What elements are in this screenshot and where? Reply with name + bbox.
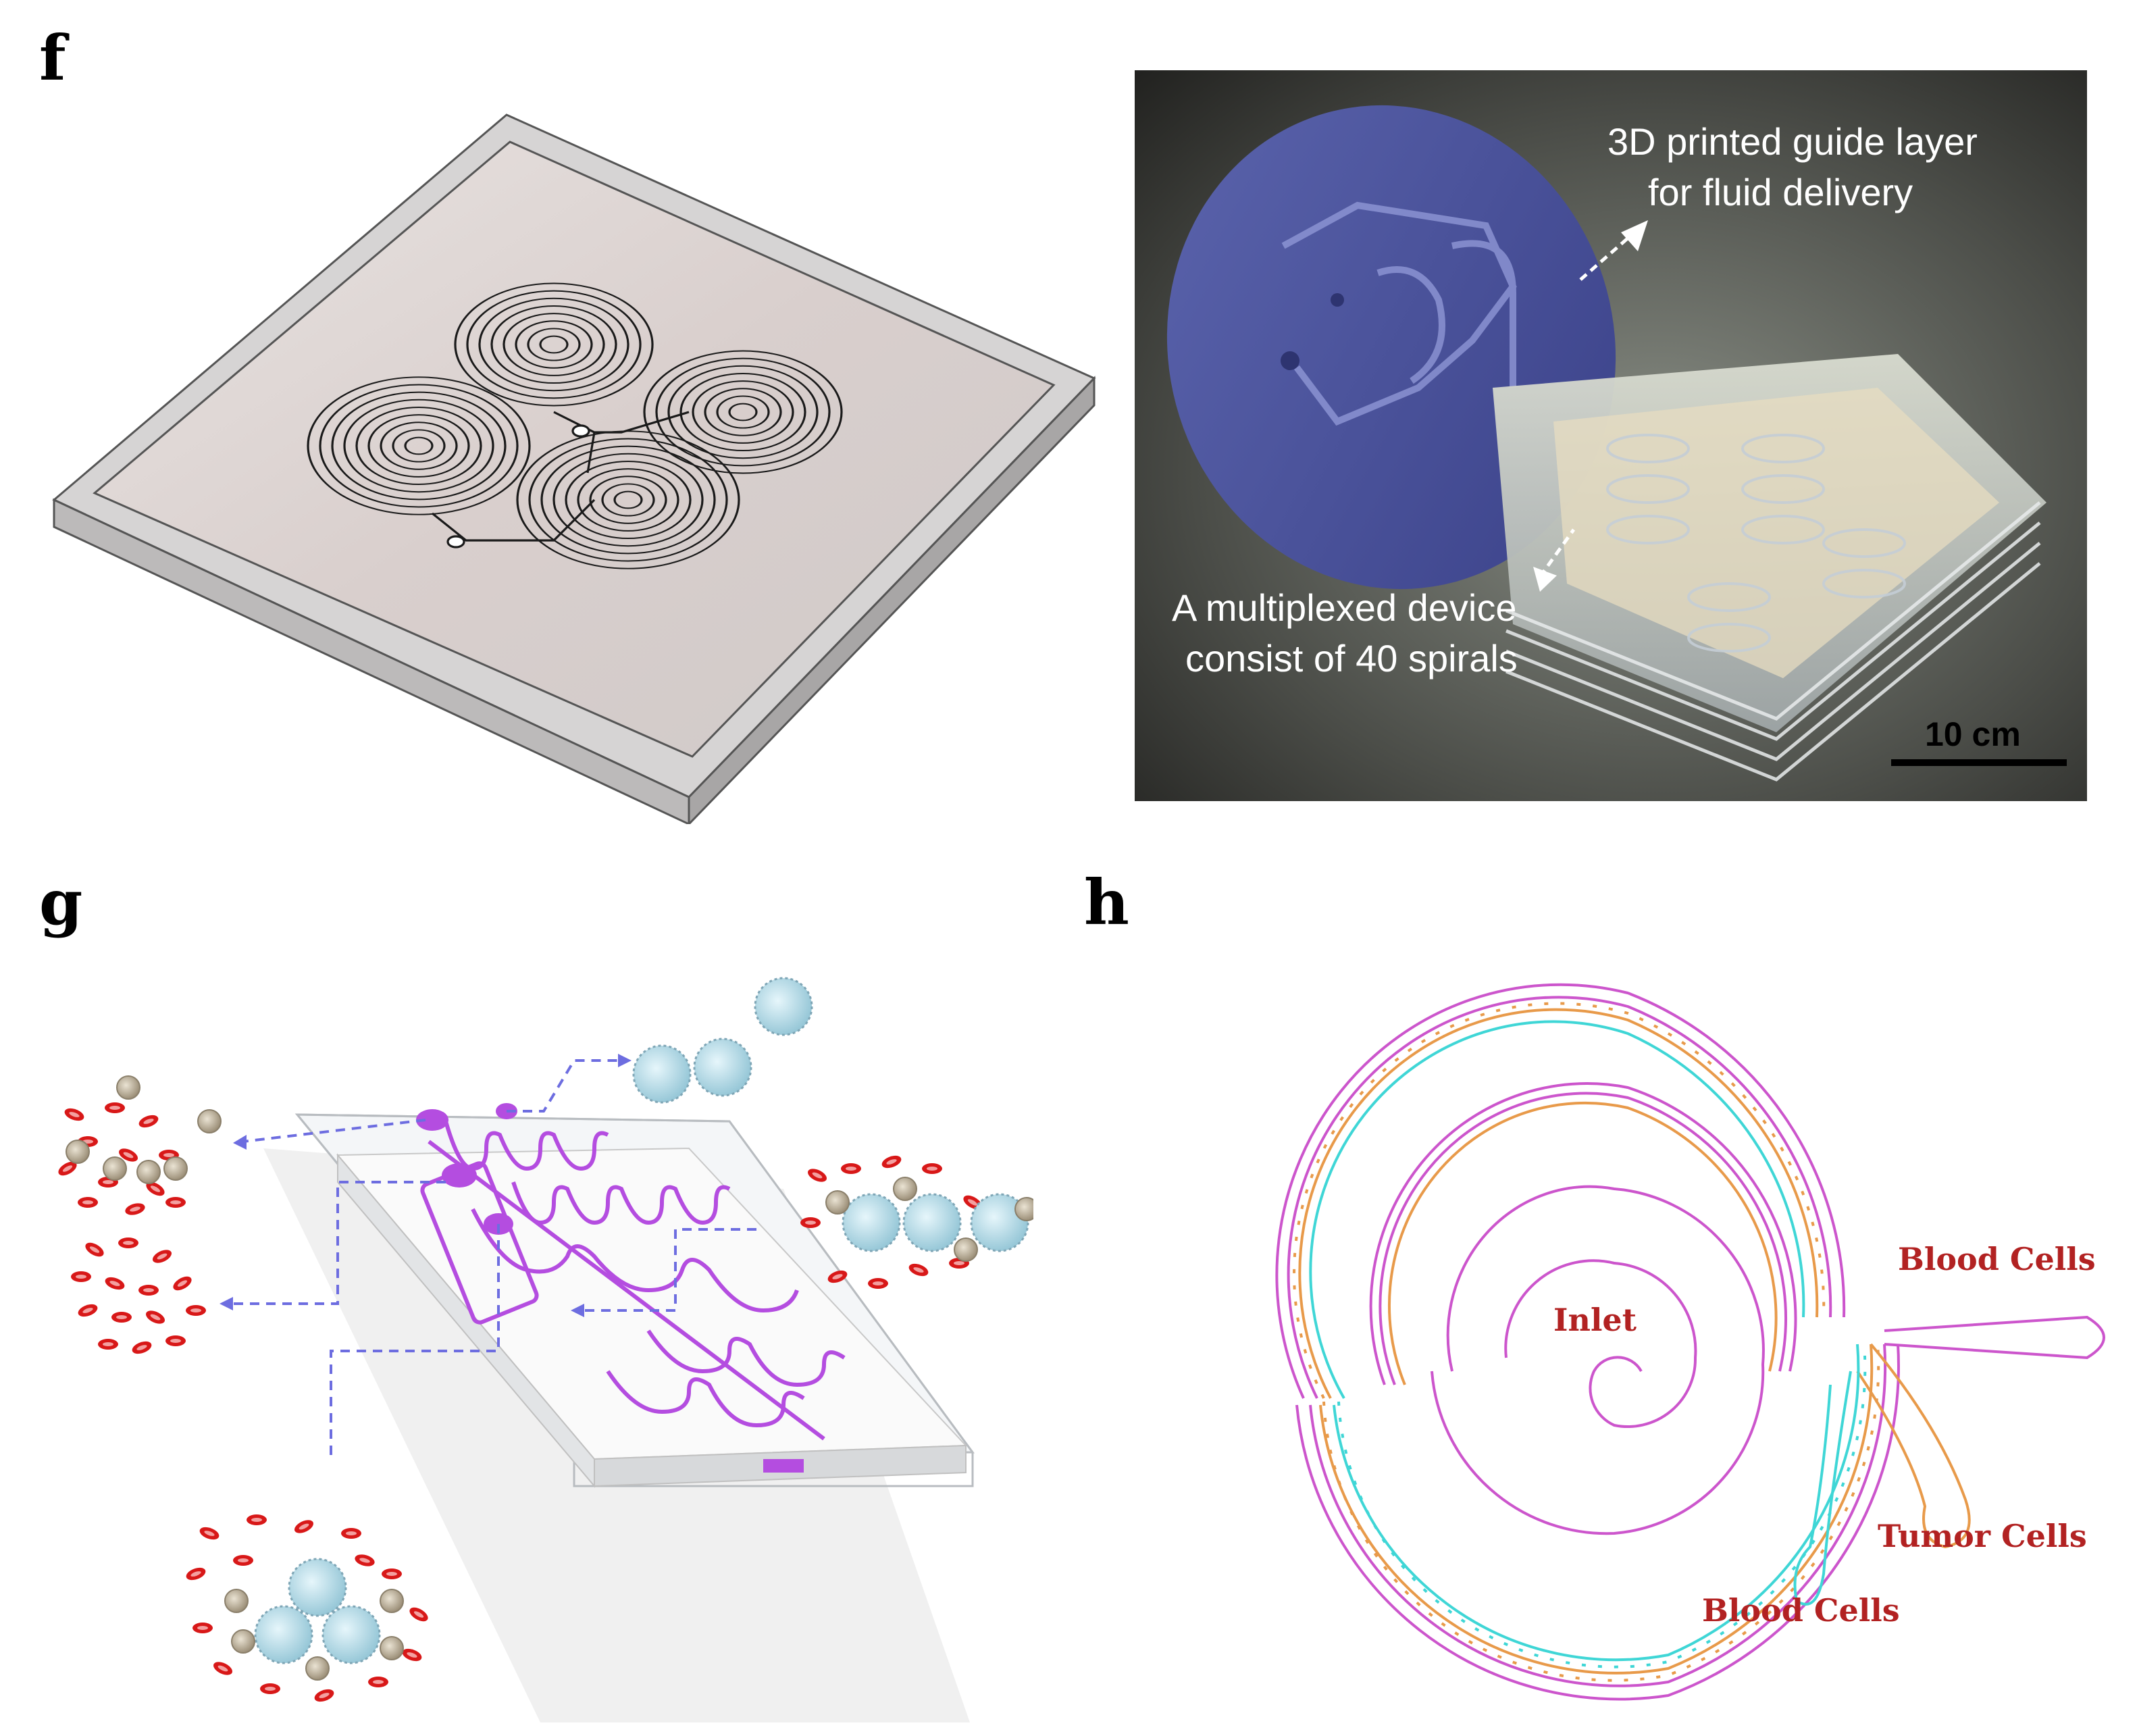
channel-ports — [416, 1103, 804, 1473]
outlet-tumor-cells: Tumor Cells — [1878, 1518, 2087, 1554]
scale-bar — [1891, 759, 2067, 766]
flow-arrowheads — [220, 1054, 632, 1317]
cluster-middle-left-rbc — [71, 1237, 206, 1356]
spiral-left — [307, 376, 531, 515]
orange-lane — [1298, 1008, 1971, 1675]
outlet-blood-cells-top: Blood Cells — [1898, 1241, 2096, 1277]
outlet-blood-cells-bottom: Blood Cells — [1702, 1592, 1900, 1629]
scale-bar-label: 10 cm — [1925, 715, 2021, 753]
device-photograph: 3D printed guide layer for fluid deliver… — [1135, 70, 2087, 801]
spiral-separation-schematic: Inlet Blood Cells Tumor Cells Blood Cell… — [1275, 983, 2105, 1701]
serpentine-channel — [420, 1121, 846, 1441]
spiral-plate-render — [52, 113, 1096, 824]
panel-label-h: h — [1084, 866, 1129, 939]
guide-layer-caption-line1: 3D printed guide layer — [1607, 120, 1978, 163]
cluster-top-right-tumor — [632, 977, 813, 1104]
device-arrowhead — [1533, 567, 1557, 592]
stacked-spiral-device — [1493, 354, 2046, 782]
spiral-top — [454, 282, 654, 407]
inlet-label: Inlet — [1553, 1302, 1637, 1338]
guide-layer-arrow — [1579, 231, 1636, 281]
device-caption-line2: consist of 40 spirals — [1185, 637, 1518, 680]
spiral-walls — [1275, 983, 2105, 1701]
flow-arrows — [230, 1059, 756, 1459]
device-caption-line1: A multiplexed device — [1172, 586, 1517, 629]
cluster-top-left-wbc-rbc — [56, 1075, 222, 1217]
serpentine-chip-schematic — [56, 977, 1033, 1722]
plate-side-right — [688, 376, 1096, 824]
plate-side-left — [53, 498, 690, 824]
panel-label-f: f — [39, 22, 66, 95]
spiral-array — [307, 282, 843, 569]
panel-label-g: g — [39, 866, 83, 939]
spiral-bottom — [516, 430, 740, 569]
device-arrow — [1538, 528, 1576, 578]
cyan-lane — [1309, 1020, 1860, 1662]
cluster-bottom-inlet-mixed — [184, 1514, 430, 1704]
spiral-right — [643, 350, 843, 474]
guide-layer-arrowhead — [1621, 220, 1648, 251]
orange-hatching — [1293, 1002, 1880, 1682]
guide-layer-caption-line2: for fluid delivery — [1648, 171, 1913, 213]
